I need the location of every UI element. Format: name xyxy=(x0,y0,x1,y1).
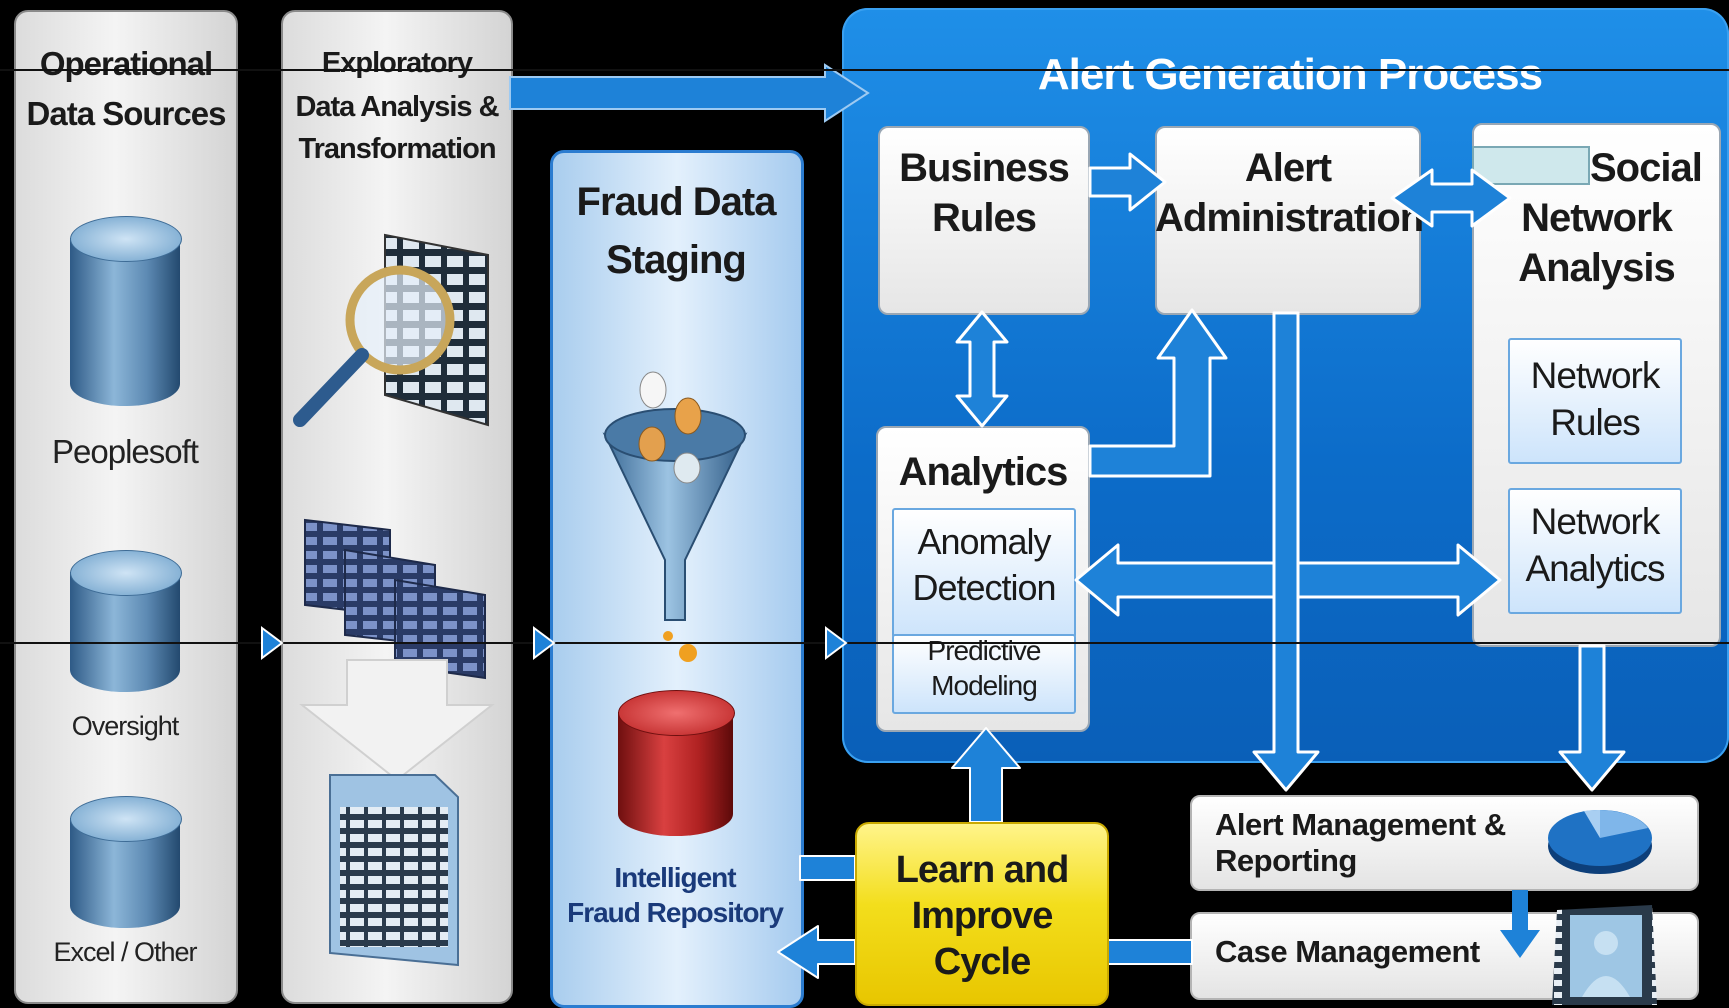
exploratory-title: Exploratory Data Analysis & Transformati… xyxy=(281,47,513,166)
alert-generation-title: Alert Generation Process xyxy=(1037,50,1543,99)
social-network-label-line3: Analysis xyxy=(1518,246,1676,290)
exploratory-title-line1: Exploratory xyxy=(321,47,473,79)
anomaly-detection-box xyxy=(892,508,1076,638)
network-analytics-box xyxy=(1508,488,1682,614)
business-rules-line1: Business xyxy=(899,146,1070,190)
predictive-modeling-line2: Modeling xyxy=(931,669,1038,701)
anomaly-detection-line2: Detection xyxy=(912,566,1056,608)
social-network-label-line1: Social xyxy=(1590,146,1703,190)
predictive-modeling-label: Predictive Modeling xyxy=(892,635,1076,702)
source-label-oversight: Oversight xyxy=(71,711,180,741)
funnel-icon xyxy=(602,371,748,662)
business-rules-line2: Rules xyxy=(932,196,1037,240)
operational-title: Operational Data Sources xyxy=(14,45,238,133)
anomaly-detection-label: Anomaly Detection xyxy=(892,522,1076,607)
learn-cycle-line2: Improve xyxy=(911,894,1054,937)
analytics-label: Analytics xyxy=(898,450,1069,494)
fraud-staging-title-line1: Fraud Data xyxy=(576,180,777,224)
learn-improve-cycle-box xyxy=(855,822,1109,1006)
oversight-database-icon xyxy=(70,550,182,700)
operational-title-line2: Data Sources xyxy=(26,95,227,133)
alert-administration-line2: Administration xyxy=(1155,196,1424,240)
exploratory-title-line2: Data Analysis & xyxy=(295,90,499,123)
pie-chart-icon xyxy=(1548,809,1652,874)
learn-cycle-line3: Cycle xyxy=(933,940,1031,983)
alert-administration-line1: Alert xyxy=(1244,146,1332,190)
case-file-icon xyxy=(1552,905,1657,1005)
alert-management-line2: Reporting xyxy=(1215,843,1357,879)
network-rules-line2: Rules xyxy=(1550,401,1641,443)
predictive-modeling-line1: Predictive xyxy=(927,635,1042,666)
network-analytics-line1: Network xyxy=(1530,501,1661,542)
case-management-label: Case Management xyxy=(1215,934,1480,969)
source-label-peoplesoft: Peoplesoft xyxy=(52,433,199,470)
network-analytics-label: Network Analytics xyxy=(1508,501,1682,589)
alert-administration-label: Alert Administration xyxy=(1155,146,1424,240)
arrow-to-alert-process xyxy=(509,63,870,123)
fraud-staging-title: Fraud Data Staging xyxy=(550,180,802,282)
operational-title-line1: Operational xyxy=(39,45,213,82)
repository-label: Intelligent Fraud Repository xyxy=(555,862,795,929)
magnifier-spreadsheet-icon xyxy=(293,233,489,427)
learn-cycle-line1: Learn and xyxy=(895,849,1070,891)
case-management-arrow xyxy=(1500,890,1540,958)
business-rules-box xyxy=(878,126,1090,315)
predictive-modeling-box xyxy=(892,634,1076,714)
repository-label-line2: Fraud Repository xyxy=(567,896,784,928)
source-label-excel: Excel / Other xyxy=(53,937,197,967)
social-network-label-line2: Network xyxy=(1521,196,1673,240)
network-rules-line1: Network xyxy=(1530,355,1661,396)
network-rules-box xyxy=(1508,338,1682,464)
alert-management-line1: Alert Management & xyxy=(1215,807,1506,842)
peoplesoft-database-icon xyxy=(70,216,182,426)
network-analytics-line2: Analytics xyxy=(1525,547,1665,589)
anomaly-detection-line1: Anomaly xyxy=(917,521,1051,562)
social-network-redaction xyxy=(1472,146,1590,185)
learn-improve-cycle-label: Learn and Improve Cycle xyxy=(855,849,1109,983)
repository-label-line1: Intelligent xyxy=(614,862,736,893)
fraud-repository-database-icon xyxy=(618,690,735,840)
alert-management-label: Alert Management & Reporting xyxy=(1215,807,1545,879)
transform-down-arrow xyxy=(299,659,495,782)
fraud-staging-title-line2: Staging xyxy=(606,238,747,282)
stacked-spreadsheets-icon xyxy=(304,518,486,680)
alert-administration-box xyxy=(1155,126,1421,315)
exploratory-title-line3: Transformation xyxy=(298,132,496,165)
excel-database-icon xyxy=(70,796,182,936)
business-rules-label: Business Rules xyxy=(878,146,1090,240)
network-rules-label: Network Rules xyxy=(1508,355,1682,443)
report-document-icon xyxy=(329,774,459,967)
